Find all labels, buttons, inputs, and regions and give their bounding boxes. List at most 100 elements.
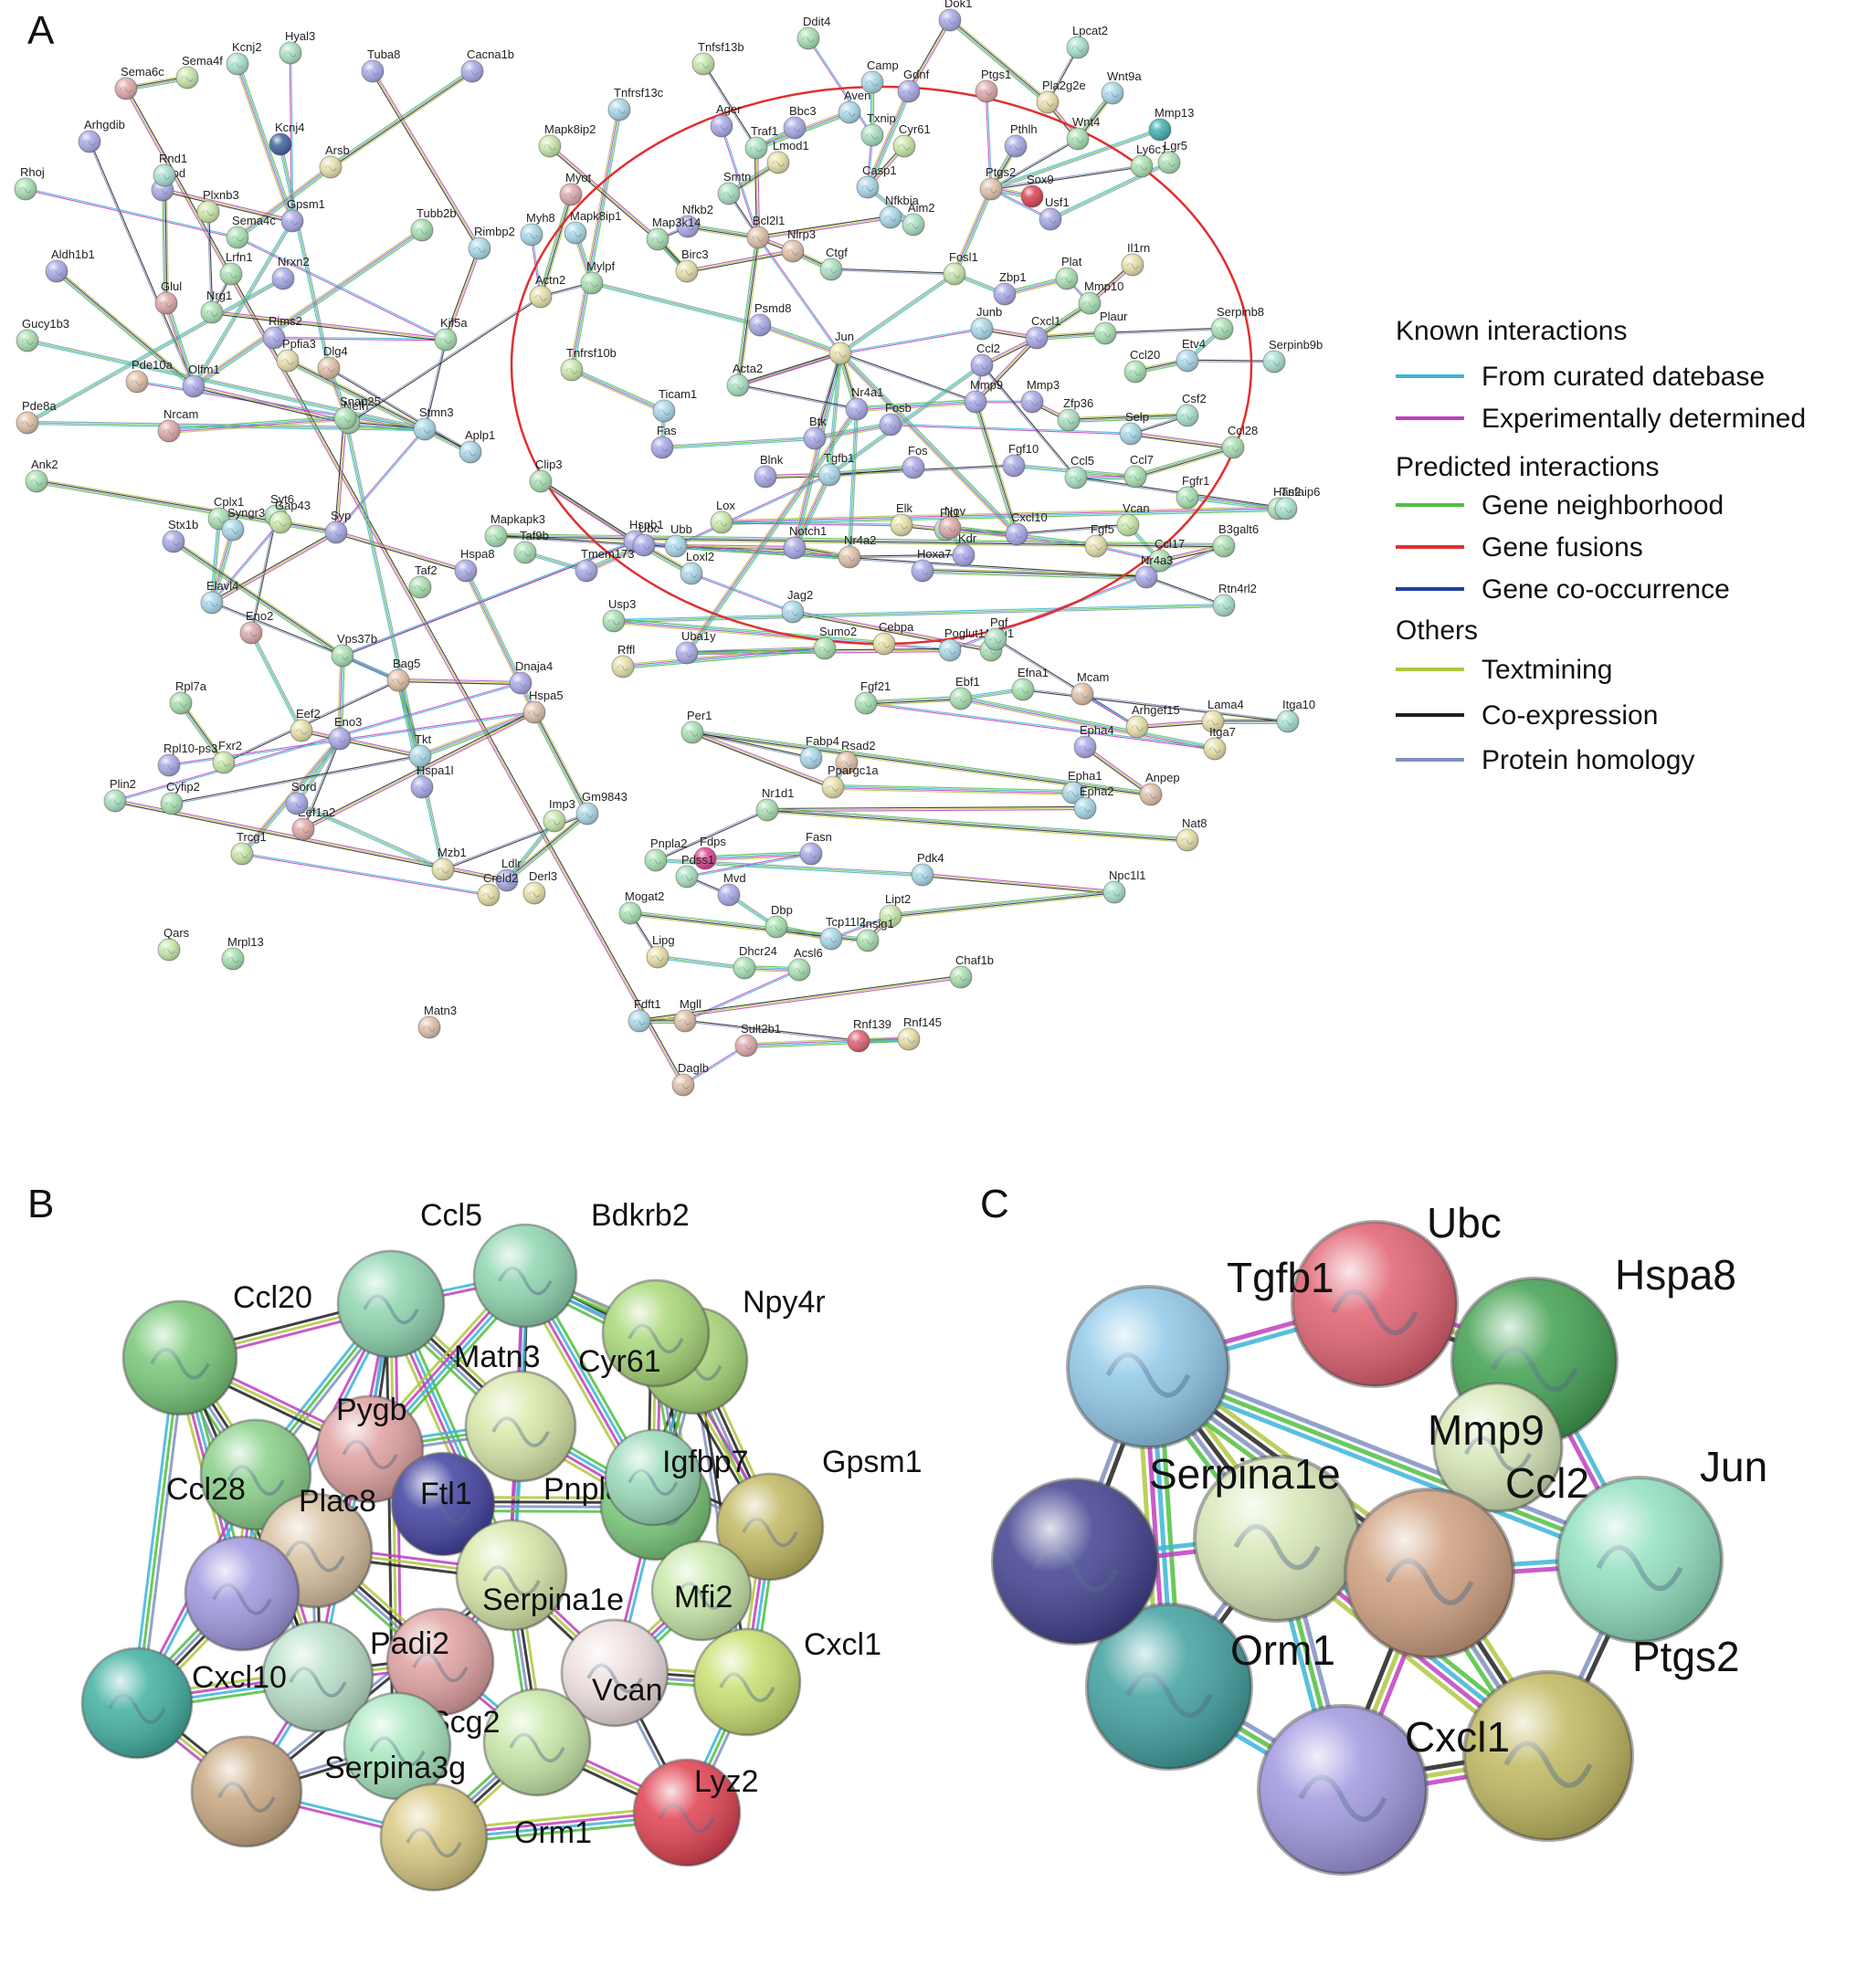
protein-node[interactable]: Fdft1 [627, 997, 661, 1033]
protein-node[interactable]: Elavl4 [200, 579, 238, 615]
protein-node[interactable]: Anpep [1139, 771, 1180, 806]
protein-node[interactable]: Vps37b [331, 632, 377, 668]
protein-node[interactable]: Nat8 [1176, 816, 1207, 852]
protein-node[interactable]: Ccl2 [970, 342, 1000, 377]
protein-node[interactable]: Sema4f [175, 54, 223, 89]
protein-node[interactable]: Usf1 [1039, 195, 1070, 231]
protein-node[interactable]: Notch1 [783, 524, 827, 560]
protein-node[interactable]: Rsad2 [835, 739, 876, 774]
protein-node[interactable]: Bdkrb2 [472, 1198, 690, 1329]
protein-node[interactable]: Nfkb2 [676, 203, 713, 238]
protein-node[interactable]: Eno2 [239, 609, 273, 645]
protein-node[interactable]: Tcp11l2 [819, 915, 866, 951]
protein-node[interactable]: Aplp1 [459, 428, 495, 464]
protein-node[interactable]: Plat [1055, 255, 1082, 290]
protein-node[interactable]: Mmp10 [1078, 279, 1123, 315]
protein-node[interactable]: Trcg1 [230, 830, 267, 866]
protein-node[interactable]: Fdps [693, 835, 726, 870]
protein-node[interactable]: Ccl7 [1123, 453, 1154, 489]
protein-node[interactable]: Rhoj [14, 165, 45, 201]
protein-node[interactable]: Ftl1 [390, 1451, 496, 1557]
protein-node[interactable]: Mcam [1070, 670, 1109, 706]
protein-node[interactable]: Serpina3g [324, 1691, 466, 1801]
protein-node[interactable]: Npc1l1 [1102, 868, 1145, 904]
protein-node[interactable]: Cxcl1 [1256, 1703, 1510, 1877]
protein-node[interactable]: Mapkapk3 [484, 512, 545, 548]
protein-node[interactable]: Mmp3 [1020, 378, 1060, 414]
protein-node[interactable]: Ptgs1 [975, 68, 1011, 103]
protein-node[interactable]: Glul [154, 279, 182, 315]
protein-node[interactable]: Bbc3 [783, 104, 817, 140]
protein-node[interactable]: Ebf1 [949, 675, 980, 710]
protein-node[interactable]: Ank2 [25, 458, 58, 493]
protein-node[interactable]: Mgll [673, 997, 701, 1033]
protein-node[interactable]: Fgfr1 [1176, 474, 1209, 510]
protein-node[interactable]: Ccl17 [1148, 537, 1185, 573]
protein-node[interactable]: Uba1y [675, 629, 716, 665]
protein-node[interactable]: Fos [902, 444, 928, 479]
protein-node[interactable]: Lgr5 [1157, 139, 1187, 174]
protein-node[interactable]: Il1rn [1121, 241, 1150, 277]
protein-node[interactable]: Ccl5 [336, 1198, 482, 1359]
protein-node[interactable]: Pdss1 [675, 853, 714, 889]
protein-node[interactable]: Chaf1b [949, 953, 994, 989]
protein-node[interactable]: Lyz2 [632, 1758, 759, 1867]
protein-node[interactable]: Map3k14 [646, 216, 701, 251]
protein-node[interactable]: Wnt4 [1066, 115, 1100, 151]
protein-node[interactable]: Fas [650, 424, 677, 459]
protein-node[interactable]: Rims2 [262, 314, 302, 350]
protein-node[interactable]: Syngr3 [221, 506, 265, 542]
protein-node[interactable]: Syp [324, 509, 351, 544]
protein-node[interactable]: Dhcr24 [733, 944, 777, 980]
protein-node[interactable]: Cyfip2 [160, 780, 200, 815]
protein-node[interactable]: Ppargc1a [821, 763, 879, 799]
protein-node[interactable]: Casp1 [856, 163, 897, 199]
protein-node[interactable]: Eef2 [290, 707, 321, 742]
protein-node[interactable]: Cxcl1 [1025, 314, 1061, 350]
protein-node[interactable]: Fabp4 [799, 734, 839, 770]
protein-node[interactable]: Sumo2 [813, 625, 857, 660]
protein-node[interactable]: Wnt9a [1101, 69, 1142, 105]
protein-node[interactable]: Fxr2 [212, 739, 242, 774]
protein-node[interactable]: Mmp13 [1148, 106, 1194, 142]
protein-node[interactable]: Myot [559, 171, 592, 206]
protein-node[interactable]: Snap25 [333, 394, 381, 430]
protein-node[interactable]: Jag2 [781, 588, 813, 624]
protein-node[interactable]: Padi2 [370, 1607, 495, 1717]
protein-node[interactable]: Serpinb9b [1262, 338, 1323, 373]
protein-node[interactable]: Plxnb3 [196, 188, 239, 224]
protein-node[interactable]: Pygb [315, 1393, 425, 1504]
protein-node[interactable]: Itga10 [1276, 698, 1315, 733]
protein-node[interactable]: Lipg [646, 933, 675, 969]
protein-node[interactable]: Ager [710, 102, 742, 138]
protein-node[interactable]: Nrxn2 [271, 255, 310, 290]
protein-node[interactable]: Gucy1b3 [16, 317, 69, 352]
protein-node[interactable]: Psmd8 [748, 301, 791, 337]
protein-node[interactable]: Sult2b1 [734, 1022, 781, 1057]
protein-node[interactable]: Junb [970, 305, 1002, 341]
protein-node[interactable]: Ldlr [495, 857, 522, 892]
protein-node[interactable]: Per1 [680, 709, 712, 744]
protein-node[interactable]: Hyal3 [279, 29, 315, 65]
protein-node[interactable]: Lama4 [1201, 698, 1244, 733]
protein-node[interactable]: Camp [860, 58, 899, 94]
protein-node[interactable]: Arsb [319, 143, 350, 179]
protein-node[interactable]: Dlg4 [317, 344, 348, 380]
protein-node[interactable]: Rimbp2 [468, 225, 515, 260]
protein-node[interactable]: Olfm1 [182, 363, 220, 398]
protein-node[interactable]: Dok1 [938, 0, 972, 32]
protein-node[interactable]: Vcan [1116, 501, 1150, 537]
protein-node[interactable]: Aldh1b1 [45, 247, 95, 283]
protein-node[interactable]: Ppfia3 [276, 337, 316, 373]
protein-node[interactable]: Serpina1e [1149, 1450, 1362, 1624]
protein-node[interactable]: Mzb1 [431, 846, 467, 881]
protein-node[interactable]: Hspa5 [522, 689, 564, 724]
protein-node[interactable]: Lmod1 [766, 139, 809, 174]
protein-node[interactable]: Mrpl13 [221, 935, 264, 971]
protein-node[interactable]: Tgfb1 [817, 451, 854, 487]
protein-node[interactable]: Csf2 [1176, 392, 1207, 427]
protein-node[interactable]: Ly6c1 [1130, 142, 1167, 178]
protein-node[interactable]: Ctgf [819, 246, 848, 281]
protein-node[interactable]: Pgf [984, 615, 1008, 651]
protein-node[interactable]: Nr4a2 [838, 533, 876, 569]
